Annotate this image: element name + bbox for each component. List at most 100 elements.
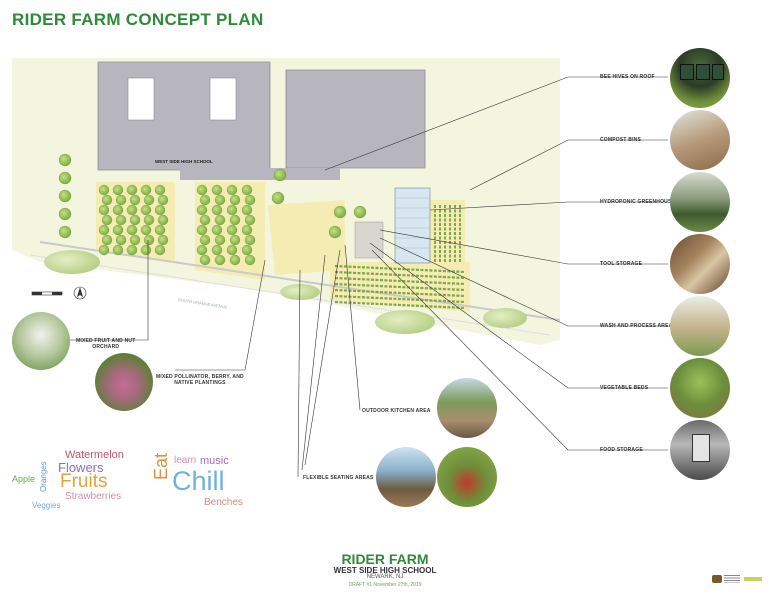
orchard-tree [196, 184, 208, 196]
orchard-tree [112, 184, 124, 196]
vegetable-rows [334, 205, 466, 310]
partner-logo-2 [744, 577, 762, 581]
orchard-tree [214, 234, 226, 246]
orchard-tree [196, 244, 208, 256]
orchard-photo [12, 312, 70, 370]
street-shrub [375, 310, 435, 334]
orchard-tree [98, 244, 110, 256]
vegetable-row [334, 276, 466, 286]
compost-photo [670, 110, 730, 170]
word-fruits: Fruits [60, 471, 108, 492]
seating-photo-2 [437, 447, 497, 507]
perimeter-tree [58, 225, 72, 239]
north-arrow [73, 286, 87, 300]
callout-leader-lines [70, 76, 668, 478]
page-title: RIDER FARM CONCEPT PLAN [12, 10, 264, 29]
orchard-tree [226, 184, 238, 196]
word-oranges: Oranges [39, 461, 48, 492]
orchard-tree [101, 214, 113, 226]
callout-outdoor-kitchen: OUTDOOR KITCHEN AREA [362, 408, 431, 414]
orchard-tree [229, 254, 241, 266]
callout-seating: FLEXIBLE SEATING AREAS [303, 475, 374, 481]
callout-pollinator: MIXED POLLINATOR, BERRY, AND NATIVE PLAN… [156, 374, 244, 386]
garden-bed-center [268, 200, 345, 275]
word-flowers: Flowers [58, 460, 104, 475]
orchard-tree [229, 194, 241, 206]
callout-compost: COMPOST BINS [600, 137, 642, 143]
orchard-tree [115, 194, 127, 206]
orchard-trees-east [196, 184, 256, 266]
word-watermelon: Watermelon [65, 449, 124, 461]
orchard-trees-west [98, 184, 169, 256]
orchard-tree [112, 204, 124, 216]
building-connector [180, 168, 340, 180]
orchard-tree [199, 254, 211, 266]
tool-storage-structure [354, 221, 384, 259]
orchard-tree [98, 224, 110, 236]
word-benches: Benches [204, 497, 243, 508]
word-music: music [200, 455, 229, 467]
vegetable-row [334, 288, 466, 298]
building-courtyard-1 [127, 77, 155, 121]
perimeter-tree [333, 205, 347, 219]
perimeter-tree [353, 205, 367, 219]
school-building-east [285, 69, 426, 169]
footer-city: NEWARK, NJ [366, 574, 404, 580]
word-learn: learn [174, 455, 197, 466]
orchard-tree [101, 194, 113, 206]
word-chill: Chill [172, 466, 225, 496]
orchard-tree [140, 204, 152, 216]
orchard-tree [115, 234, 127, 246]
orchard-tree [211, 244, 223, 256]
vegetable-row [334, 270, 466, 280]
orchard-tree [143, 214, 155, 226]
orchard-tree [196, 224, 208, 236]
orchard-tree [126, 204, 138, 216]
orchard-tree [157, 214, 169, 226]
orchard-tree [214, 254, 226, 266]
greenhouse-photo [670, 172, 730, 232]
orchard-tree [229, 214, 241, 226]
orchard-tree [112, 224, 124, 236]
orchard-tree [101, 234, 113, 246]
orchard-tree [98, 204, 110, 216]
orchard-tree [129, 194, 141, 206]
orchard-tree [140, 224, 152, 236]
street-shrub [483, 308, 527, 328]
perimeter-tree [273, 168, 287, 182]
word-strawberries: Strawberries [65, 491, 122, 502]
perimeter-tree [58, 153, 72, 167]
vegetable-beds-photo [670, 358, 730, 418]
vegetable-row [334, 294, 466, 304]
callout-tool-storage: TOOL STORAGE [600, 261, 643, 267]
callout-vegetable-beds: VEGETABLE BEDS [600, 385, 649, 391]
orchard-tree [244, 194, 256, 206]
orchard-tree [154, 204, 166, 216]
orchard-tree [241, 184, 253, 196]
building-label: WEST SIDE HIGH SCHOOL [155, 159, 213, 164]
orchard-tree [154, 184, 166, 196]
school-building-west [97, 61, 271, 171]
callout-orchard-line2: ORCHARD [92, 344, 120, 350]
orchard-tree [140, 184, 152, 196]
callout-beehives: BEE HIVES ON ROOF [600, 74, 655, 80]
beehives-photo [670, 48, 730, 108]
footer-school: WEST SIDE HIGH SCHOOL [333, 566, 437, 575]
orchard-tree [157, 194, 169, 206]
perimeter-tree [58, 171, 72, 185]
orchard-tree [241, 204, 253, 216]
wash-area-photo [670, 296, 730, 356]
orchard-tree [154, 224, 166, 236]
food-storage-photo [670, 420, 730, 480]
orchard-tree [98, 184, 110, 196]
orchard-tree [143, 194, 155, 206]
perimeter-trees [58, 153, 367, 239]
orchard-tree [129, 234, 141, 246]
callout-pollinator-line1: MIXED POLLINATOR, BERRY, AND [156, 374, 244, 380]
perimeter-tree [271, 191, 285, 205]
callout-food-storage: FOOD STORAGE [600, 447, 643, 453]
perimeter-tree [328, 225, 342, 239]
orchard-tree [226, 204, 238, 216]
word-cloud-left: Watermelon Flowers Fruits Apple Oranges … [10, 448, 130, 510]
